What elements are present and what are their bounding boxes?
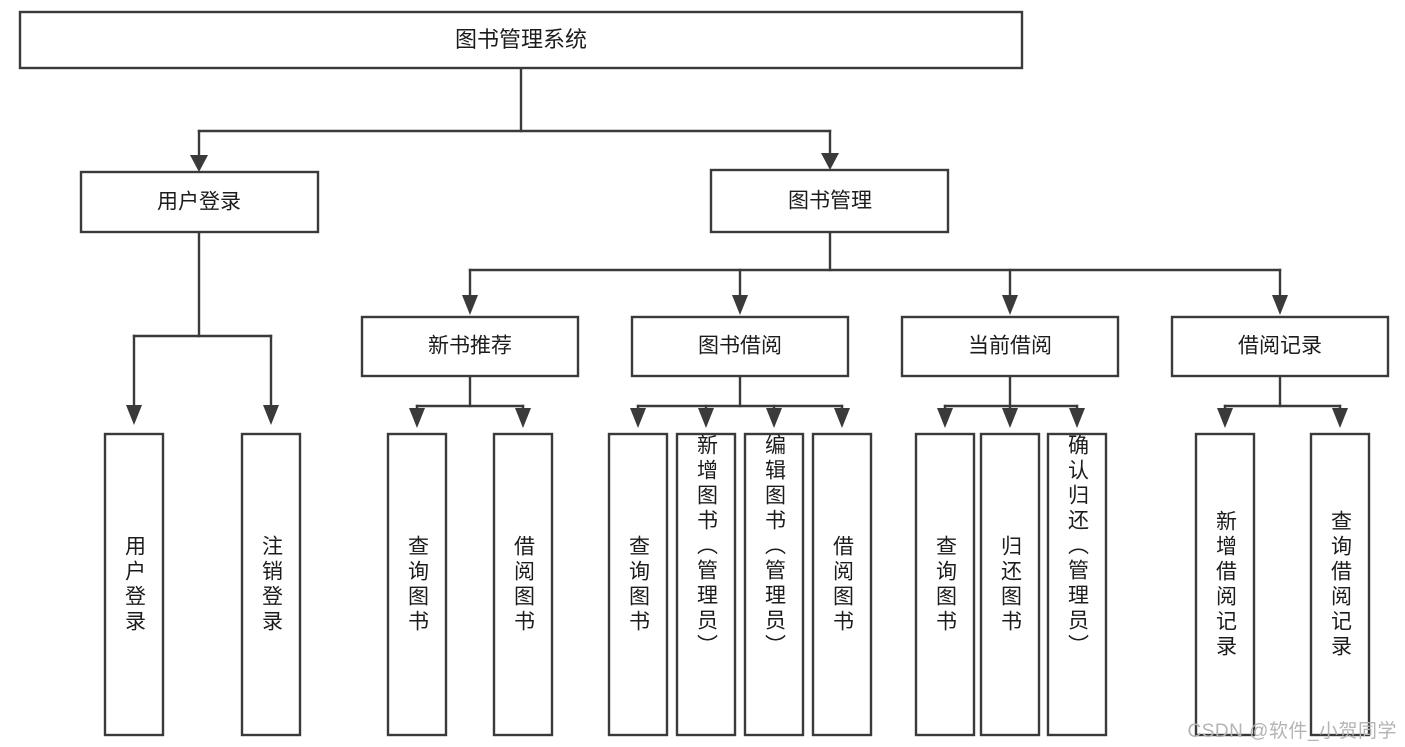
leaf-box-edit-book[interactable]: [743, 432, 805, 737]
connectors-root-to-level2: [190, 66, 839, 172]
node-current-borrow-label: 当前借阅: [968, 335, 1052, 358]
node-user-login-label: 用户登录: [157, 191, 241, 214]
node-root-system[interactable]: 图书管理系统: [18, 10, 1024, 70]
connectors-bookmgmt-to-level3: [462, 230, 1288, 315]
leaf-box-return-book[interactable]: [979, 432, 1041, 737]
leaf-box-query-book-3[interactable]: [914, 432, 976, 737]
node-borrow-records-label: 借阅记录: [1238, 335, 1322, 358]
node-book-management-label: 图书管理: [788, 190, 872, 213]
leaf-box-query-book-1[interactable]: [386, 432, 448, 737]
leaf-box-borrow-book-2[interactable]: [811, 432, 873, 737]
node-new-book-recommend-label: 新书推荐: [428, 335, 512, 358]
node-book-borrow-label: 图书借阅: [698, 335, 782, 358]
node-root-label: 图书管理系统: [455, 27, 587, 52]
node-book-management[interactable]: 图书管理: [709, 168, 950, 234]
leaf-box-confirm-return[interactable]: [1046, 432, 1108, 737]
watermark-text: CSDN @软件_小贺同学: [1187, 721, 1397, 742]
connectors-borrowrecords-to-leaves: [1217, 374, 1348, 428]
node-new-book-recommend[interactable]: 新书推荐: [360, 315, 580, 378]
leaf-box-logout[interactable]: [240, 432, 302, 737]
connectors-userlogin-to-leaves: [126, 230, 279, 425]
node-book-borrow[interactable]: 图书借阅: [630, 315, 850, 378]
node-borrow-records[interactable]: 借阅记录: [1170, 315, 1390, 378]
connectors-bookborrow-to-leaves: [630, 374, 850, 428]
node-current-borrow[interactable]: 当前借阅: [900, 315, 1120, 378]
leaf-boxes: [103, 432, 1371, 737]
leaf-box-query-record[interactable]: [1309, 432, 1371, 737]
node-user-login[interactable]: 用户登录: [79, 170, 320, 234]
leaf-box-query-book-2[interactable]: [607, 432, 669, 737]
connectors-currentborrow-to-leaves: [937, 374, 1085, 428]
leaf-box-add-book[interactable]: [675, 432, 737, 737]
leaf-box-add-record[interactable]: [1194, 432, 1256, 737]
connectors-newbook-to-leaves: [409, 374, 531, 428]
leaf-box-borrow-book-1[interactable]: [492, 432, 554, 737]
leaf-box-user-login[interactable]: [103, 432, 165, 737]
